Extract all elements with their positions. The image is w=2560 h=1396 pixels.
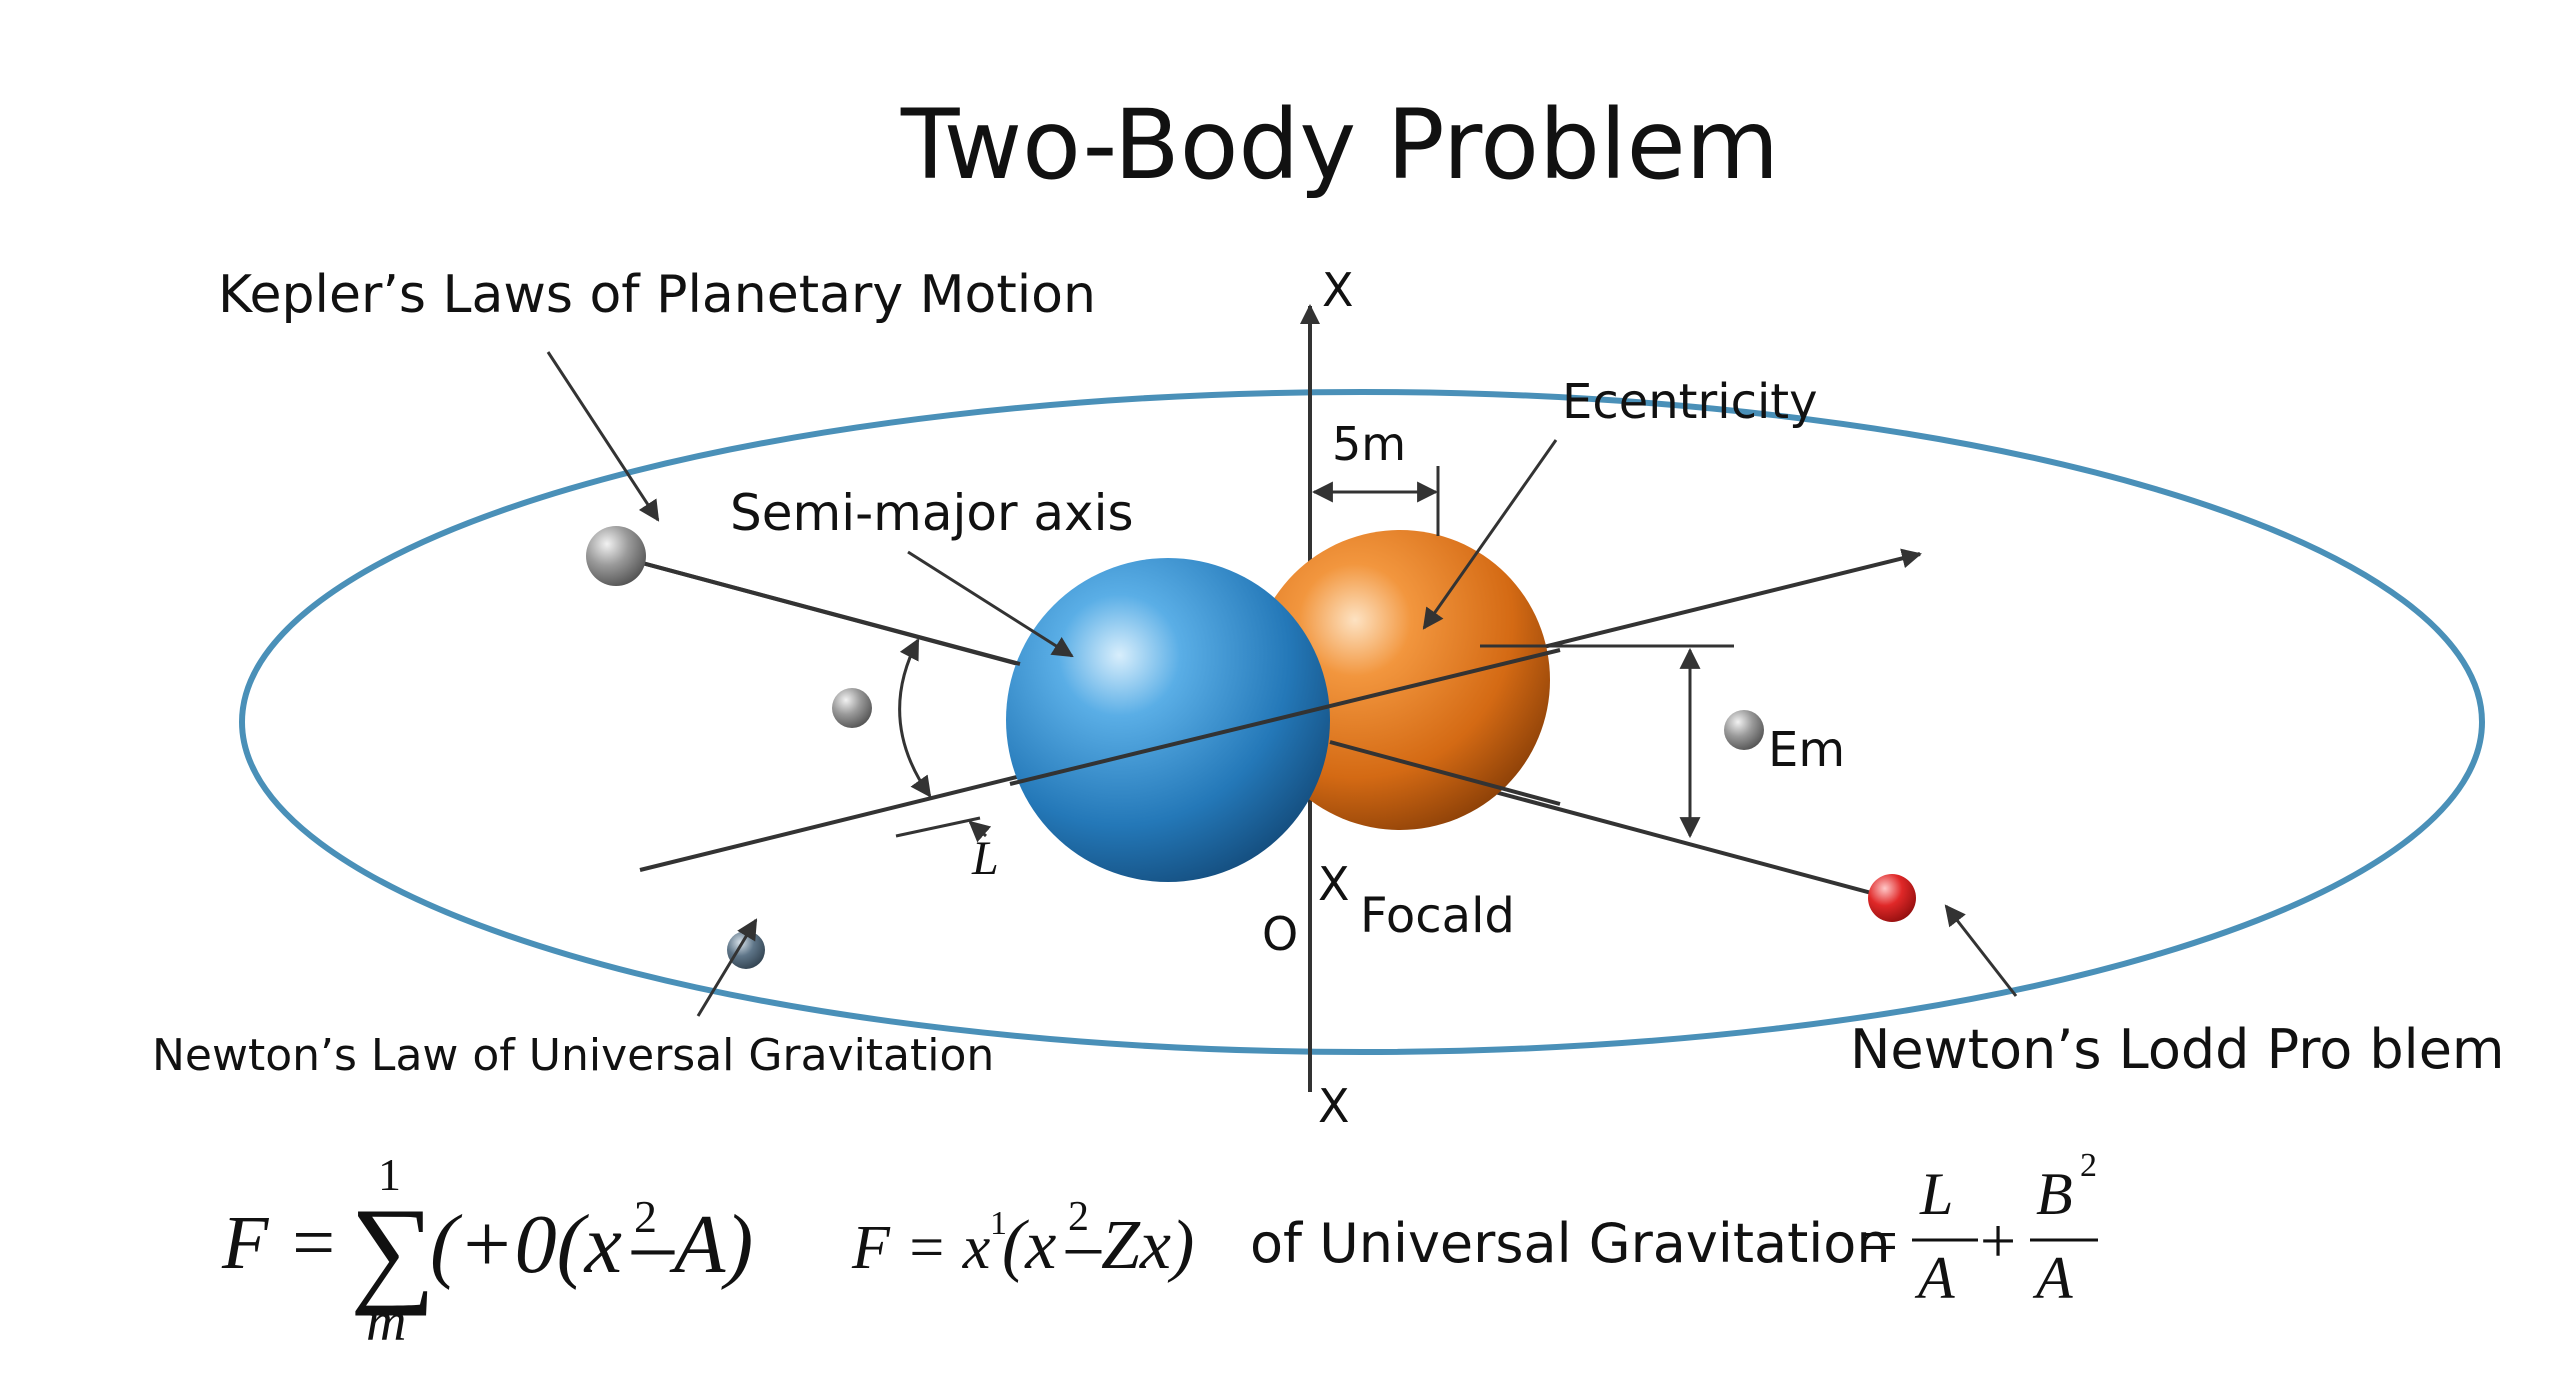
f3-num2: B: [2036, 1161, 2073, 1227]
newton-gravitation-label: Newton’s Law of Universal Gravitation: [152, 1030, 994, 1081]
line-to-red-body-left: [615, 554, 1021, 666]
f1-lower: m: [366, 1291, 406, 1353]
lodd-arrow: [1944, 904, 2018, 997]
f1-exp: 2: [634, 1191, 657, 1242]
angle-arc: [898, 638, 932, 798]
f3-plus: +: [1980, 1205, 2016, 1276]
focald-label: Focald: [1360, 888, 1515, 944]
formula-sum: F = 1 ∑ m (+0(x 2 –A): [221, 1149, 753, 1353]
f3-den1: A: [1914, 1245, 1955, 1311]
em-body: [1724, 710, 1764, 750]
orbit-ellipse: [239, 389, 2485, 1055]
semi-major-arrow: [907, 550, 1074, 658]
origin-label: O: [1262, 907, 1298, 961]
ecentricity-label: Ecentricity: [1562, 374, 1818, 430]
red-body: [1868, 874, 1916, 922]
axis-top-label: X: [1322, 263, 1354, 317]
semi-major-label: Semi-major axis: [730, 484, 1134, 542]
f1-body-b: –A): [631, 1198, 753, 1291]
kepler-arrow: [546, 351, 660, 522]
gray-body-large: [586, 526, 646, 586]
gravitation-arrow: [696, 918, 758, 1017]
f2-exp: 2: [1068, 1194, 1089, 1240]
blue-body: [1006, 558, 1330, 882]
l-marker-line: [895, 816, 981, 838]
formula-force: F = x 1 (x 2 –Zx): [851, 1194, 1194, 1284]
f2-body-a: (x: [1002, 1207, 1056, 1284]
formula-gravitation: of Universal Gravitation = L A + B 2 A: [1250, 1147, 2098, 1311]
axis-bottom-label: X: [1318, 1079, 1350, 1133]
line-to-red-body-front: [1329, 740, 1561, 806]
f1-lhs: F =: [221, 1201, 339, 1285]
f1-body-a: (+0(x: [430, 1198, 622, 1291]
diagram-title: Two-Body Problem: [900, 89, 1779, 201]
f3-den2: A: [2032, 1245, 2073, 1311]
f1-upper: 1: [378, 1149, 401, 1200]
l-symbol: L: [971, 832, 999, 885]
f3-num1: L: [1919, 1161, 1953, 1227]
f3-text: of Universal Gravitation: [1250, 1212, 1891, 1275]
f2-body-b: –Zx): [1065, 1207, 1194, 1284]
ecentricity-arrow: [1422, 439, 1558, 630]
axis-mid-label: X: [1318, 857, 1350, 911]
f2-sup1: 1: [990, 1205, 1007, 1242]
f2-lhs: F = x: [851, 1214, 991, 1282]
newton-lodd-label: Newton’s Lodd Pro blem: [1850, 1018, 2505, 1081]
l-marker-arrow: [968, 820, 992, 843]
semi-major-axis-line-front: [1009, 648, 1561, 786]
distance-label: 5m: [1332, 417, 1406, 471]
f1-sigma: ∑: [350, 1183, 436, 1316]
gray-body-small: [832, 688, 872, 728]
kepler-label: Kepler’s Laws of Planetary Motion: [218, 265, 1096, 325]
f3-eq: =: [1862, 1205, 1898, 1276]
em-label: Em: [1768, 722, 1845, 778]
f3-exp2: 2: [2080, 1147, 2097, 1184]
